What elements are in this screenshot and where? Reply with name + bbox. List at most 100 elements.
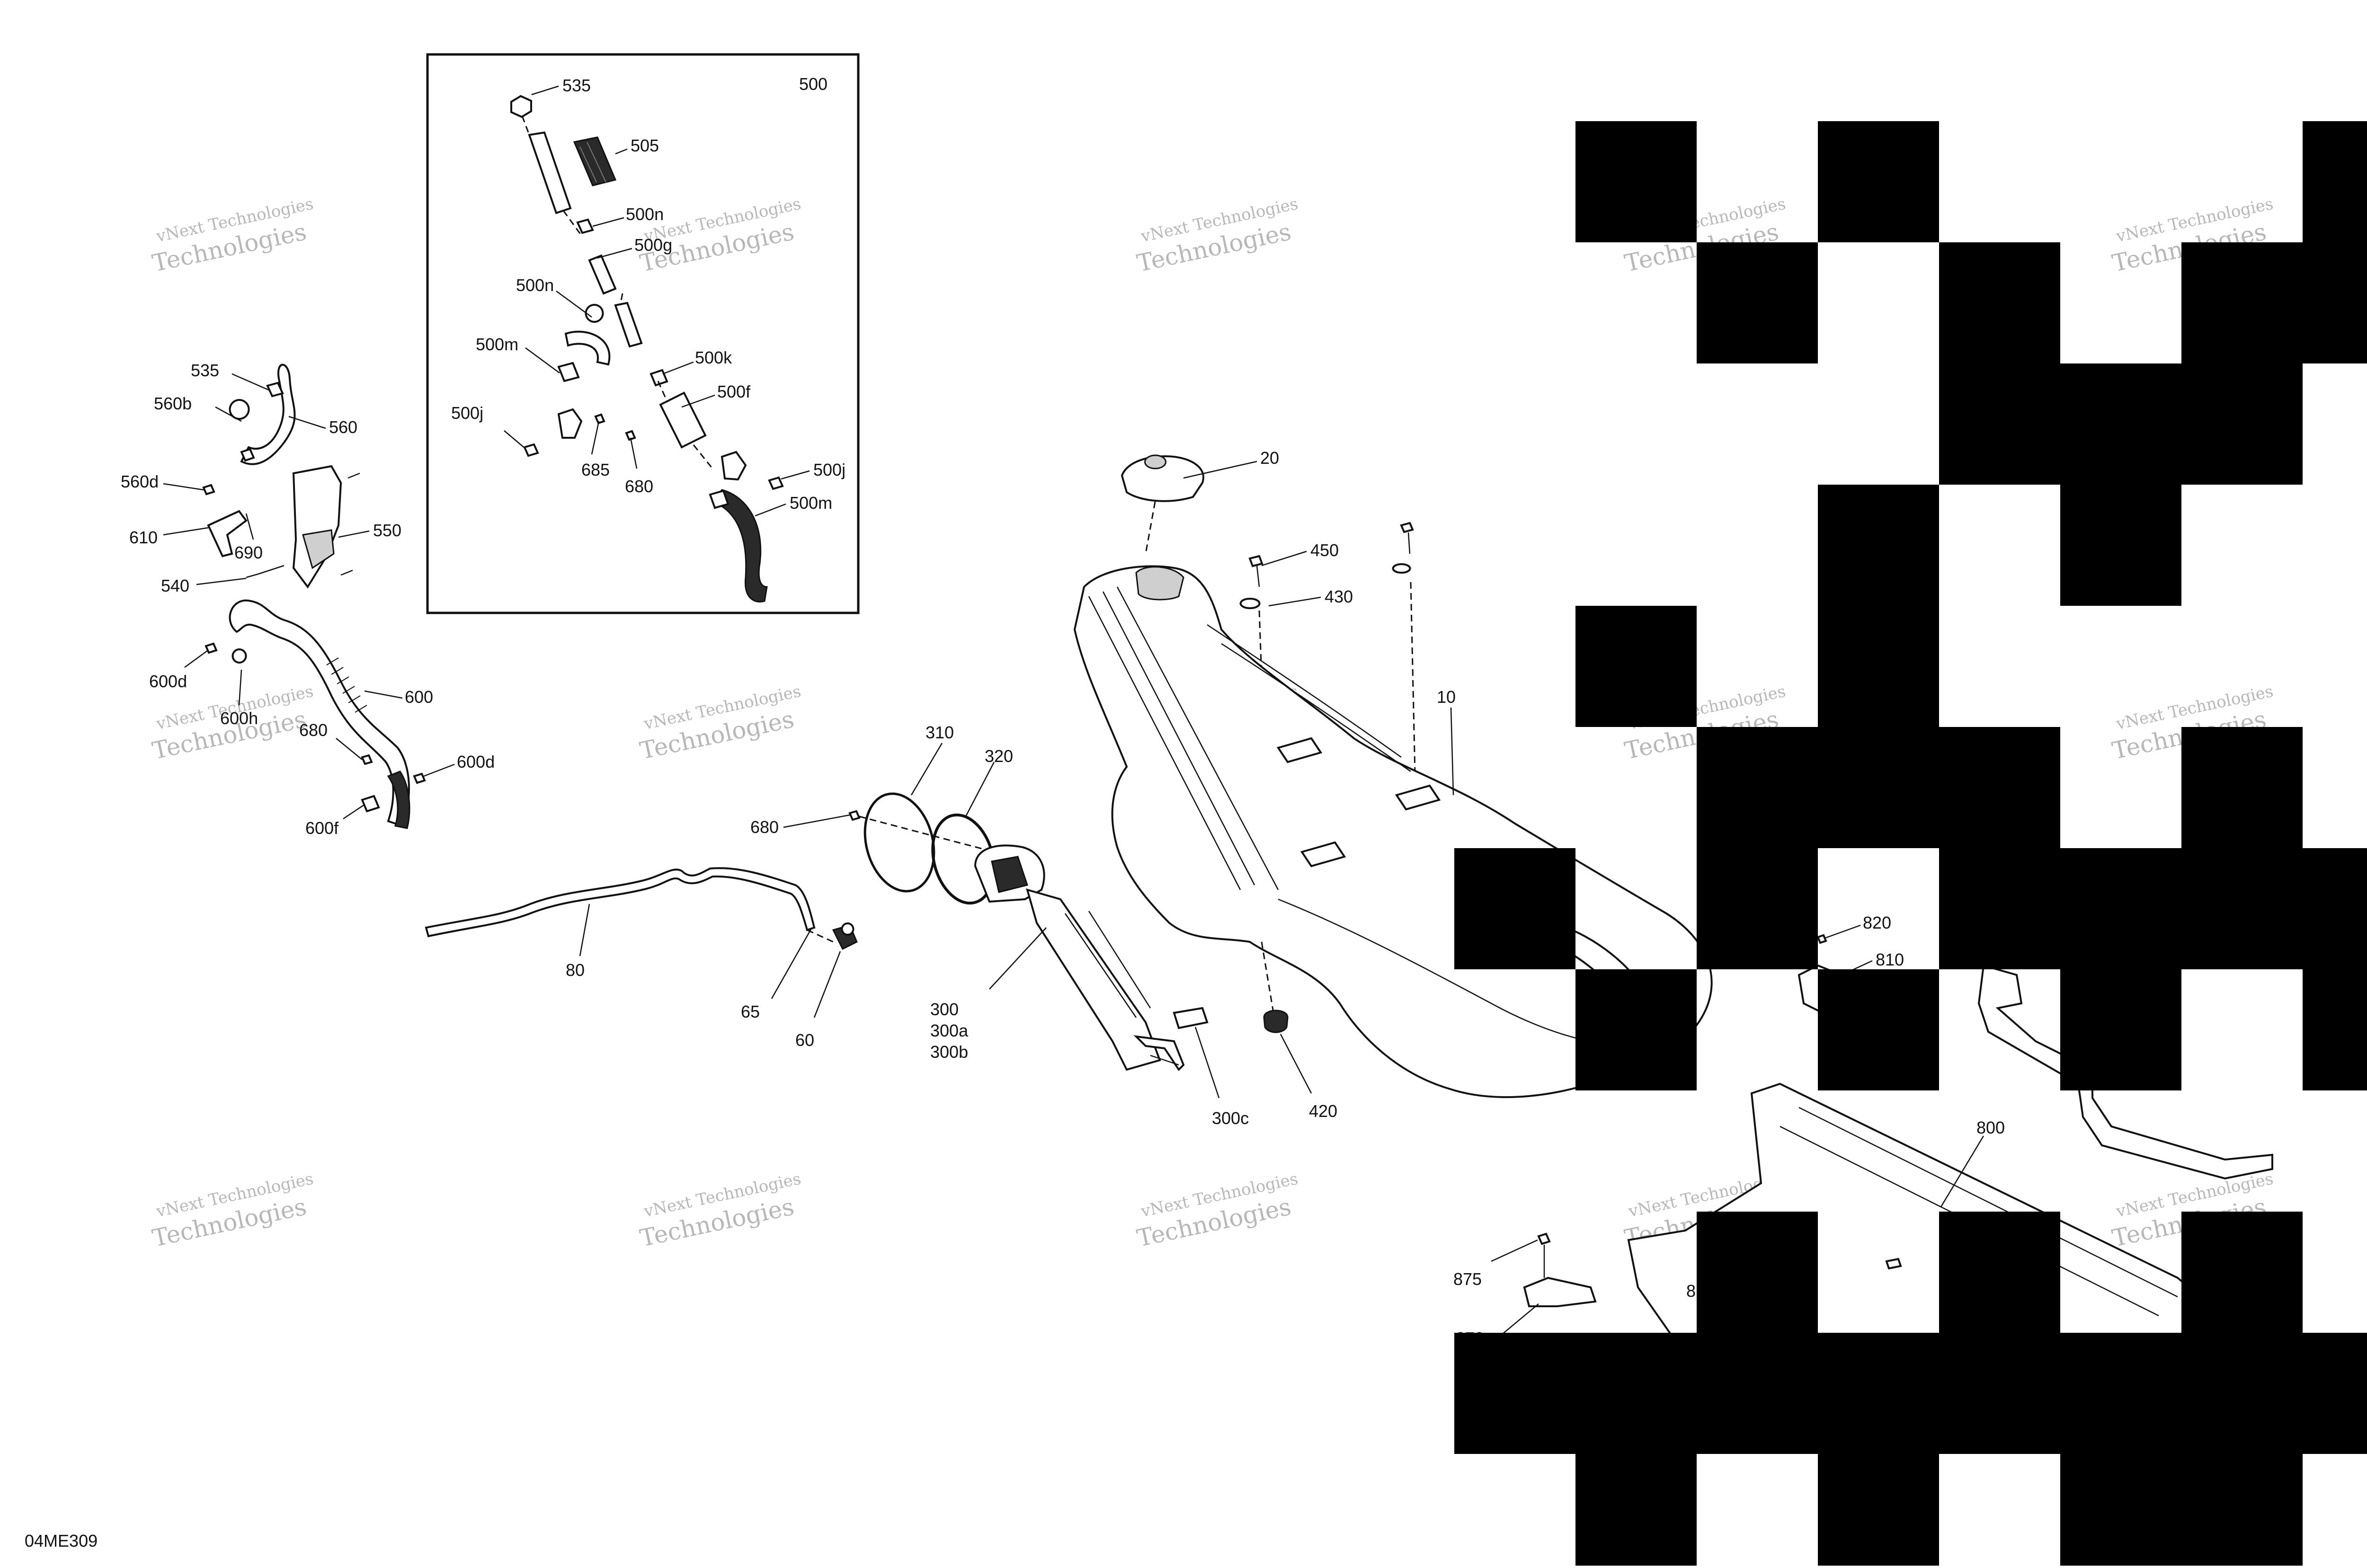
leader-430 (1268, 596, 1321, 607)
leader-535 (531, 85, 559, 96)
callout-300b: 300b (930, 1042, 968, 1062)
hose-corrugation (326, 657, 367, 713)
vent-valve-assembly: 535 560b 560 560d 550 610 690 540 (121, 361, 401, 595)
leader-600 (364, 690, 403, 699)
callout-20: 20 (1260, 448, 1279, 468)
elbow-500g-part (588, 254, 617, 295)
leader-450 (1261, 550, 1307, 567)
leader-875 (1491, 1239, 1538, 1262)
leader-610 (163, 527, 209, 536)
hose-500n-part (564, 330, 611, 366)
plug-600d-top-part (205, 642, 218, 654)
leader-540 (196, 577, 247, 585)
hose-600-assembly: 600d 600h 600 680 600d 600f (149, 599, 495, 838)
pump-module-300-part (974, 844, 1209, 1072)
clamp-500n-part (585, 304, 604, 323)
leader-500p (592, 217, 624, 227)
callout-60: 60 (795, 1030, 814, 1050)
tee-fitting-part (557, 408, 583, 439)
plug-600d-bot-part (413, 772, 426, 784)
callout-10: 10 (1437, 687, 1456, 707)
callout-610: 610 (129, 528, 158, 547)
ring-310-part (863, 792, 935, 893)
callout-500m-top: 500m (476, 335, 518, 354)
leader-420 (1280, 1034, 1312, 1094)
inset-title: 500 (799, 74, 828, 94)
leader-560 (288, 416, 326, 429)
leader-600d-bot (423, 763, 455, 777)
sleeve-505-part (573, 136, 617, 186)
callout-500p: 500n (626, 204, 664, 224)
callout-300c: 300c (1212, 1108, 1249, 1128)
callout-80: 80 (566, 960, 585, 980)
screw-680-left-part (361, 754, 373, 765)
callout-680-mid: 680 (750, 817, 779, 837)
plug-560d-part (202, 484, 215, 496)
hose-600-end (387, 771, 410, 829)
washer-430-part (1239, 598, 1261, 609)
callout-600d-bot: 600d (457, 752, 495, 771)
grommet-420-part (1263, 1010, 1289, 1033)
leader-800 (1940, 1135, 1984, 1207)
leader-600f (343, 804, 365, 820)
callout-550: 550 (373, 521, 401, 540)
callout-505: 505 (631, 136, 659, 155)
leader-500m-bot (755, 503, 786, 517)
plug-500j-right-part (768, 476, 784, 490)
leader-820 (1824, 924, 1861, 939)
leader-550 (338, 530, 370, 538)
filter-500f-part (657, 381, 713, 469)
fuel-line-assembly: 80 65 60 (425, 867, 858, 1050)
callout-500m-bot: 500m (790, 493, 832, 513)
sleeve-500m-part (557, 362, 580, 382)
leader-310 (910, 743, 943, 796)
callout-600f: 600f (305, 818, 339, 838)
callout-690: 690 (234, 543, 263, 562)
leader-690 (245, 513, 254, 540)
callout-8-partial: 8 (1686, 1281, 1696, 1301)
leader-535-left (231, 373, 270, 391)
valve-550-part (292, 465, 360, 589)
callout-535: 535 (562, 76, 591, 95)
leader-320 (965, 762, 995, 817)
bolt-right-part (1392, 522, 1416, 796)
inset-500: 500 535 505 500n 500g 500n (426, 53, 860, 614)
callout-680-left: 680 (299, 720, 328, 740)
callout-600d-top: 600d (149, 672, 187, 691)
callout-560b: 560b (154, 394, 192, 413)
clamp-500p-part (576, 218, 594, 234)
bracket-610-part (207, 510, 248, 558)
callout-810: 810 (1876, 950, 1904, 969)
callout-450: 450 (1310, 540, 1339, 560)
clamp-lower-part (240, 448, 255, 462)
leader-600h (238, 669, 242, 706)
leader-500j-left (504, 430, 526, 449)
leader-600d-top (184, 650, 208, 668)
clamp-560b-part (229, 399, 250, 420)
screw-685-part (594, 413, 605, 425)
leader-500k (662, 361, 694, 375)
callout-500g: 500g (634, 235, 672, 255)
fuel-line-80-part (425, 867, 816, 938)
callout-800: 800 (1976, 1118, 2005, 1137)
leader-500n (556, 290, 592, 318)
inset-frame (426, 53, 860, 614)
callout-560: 560 (329, 417, 357, 437)
callout-500f: 500f (717, 382, 751, 401)
clamp-600f-part (361, 795, 380, 813)
corrugated-hose-part (709, 489, 768, 603)
leader-500j-right (781, 470, 810, 480)
cap-535-part (510, 95, 532, 118)
leader-500f (681, 394, 715, 408)
callout-685: 685 (581, 460, 610, 479)
callout-420: 420 (1309, 1101, 1337, 1121)
leader-300 (989, 927, 1047, 990)
elbow-right-part (721, 451, 747, 481)
leader-20 (1183, 461, 1257, 479)
screw-680-mid-part (848, 810, 861, 821)
leader-560b (215, 406, 242, 422)
callout-430: 430 (1325, 587, 1353, 606)
callout-560d: 560d (121, 472, 159, 491)
